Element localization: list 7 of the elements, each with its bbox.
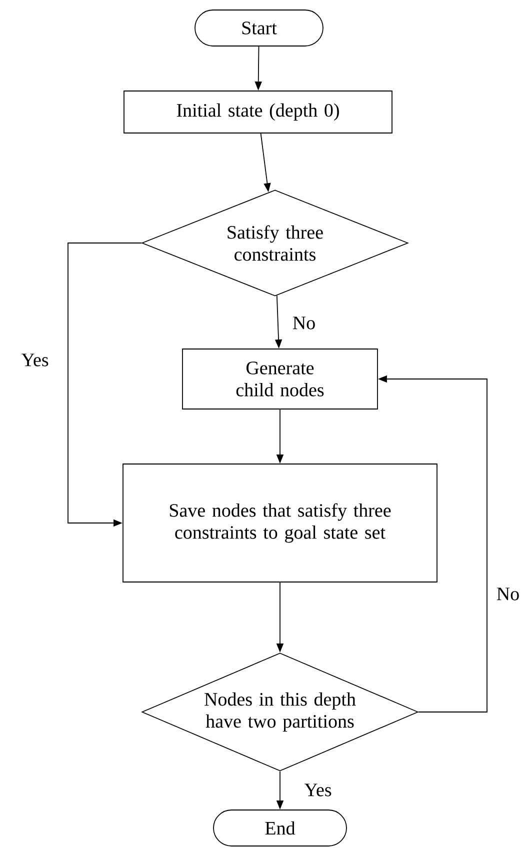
process-box: Generate child nodes: [182, 348, 378, 410]
edge-label: No: [495, 586, 521, 602]
edge-label: No: [291, 316, 317, 330]
edge-label: Yes: [20, 352, 50, 368]
edge-label: Yes: [303, 782, 333, 798]
process-box: Save nodes that satisfy three constraints to goal state set: [122, 464, 438, 582]
process-box: Initial state (depth 0): [124, 90, 392, 134]
